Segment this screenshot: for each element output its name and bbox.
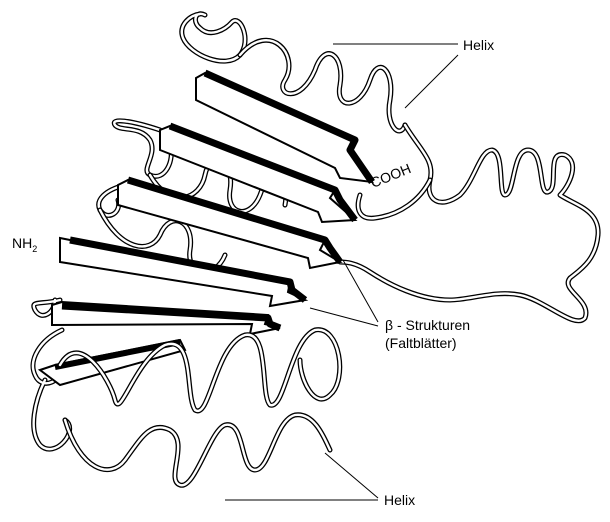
- leader-helix-bottom-1: [325, 453, 378, 498]
- left-loops-inner: [33, 121, 171, 449]
- label-nh2-main: NH: [12, 235, 32, 251]
- beta-strand-5: [52, 302, 280, 334]
- label-nh2-sub: 2: [32, 244, 37, 254]
- label-helix-bottom: Helix: [384, 492, 415, 508]
- left-loops: [33, 121, 171, 449]
- leader-beta-2: [310, 308, 378, 326]
- right-helix-inner: [340, 125, 598, 321]
- top-loop-inner: [182, 14, 245, 61]
- label-beta-line1: β - Strukturen: [385, 317, 470, 333]
- leader-helix-top-2: [405, 55, 458, 108]
- label-nh2: NH2: [12, 235, 37, 254]
- label-cooh: COOH: [368, 160, 413, 191]
- beta-strand-4: [60, 238, 305, 306]
- label-helix-top: Helix: [463, 37, 494, 53]
- label-beta-line2: (Faltblätter): [385, 335, 457, 351]
